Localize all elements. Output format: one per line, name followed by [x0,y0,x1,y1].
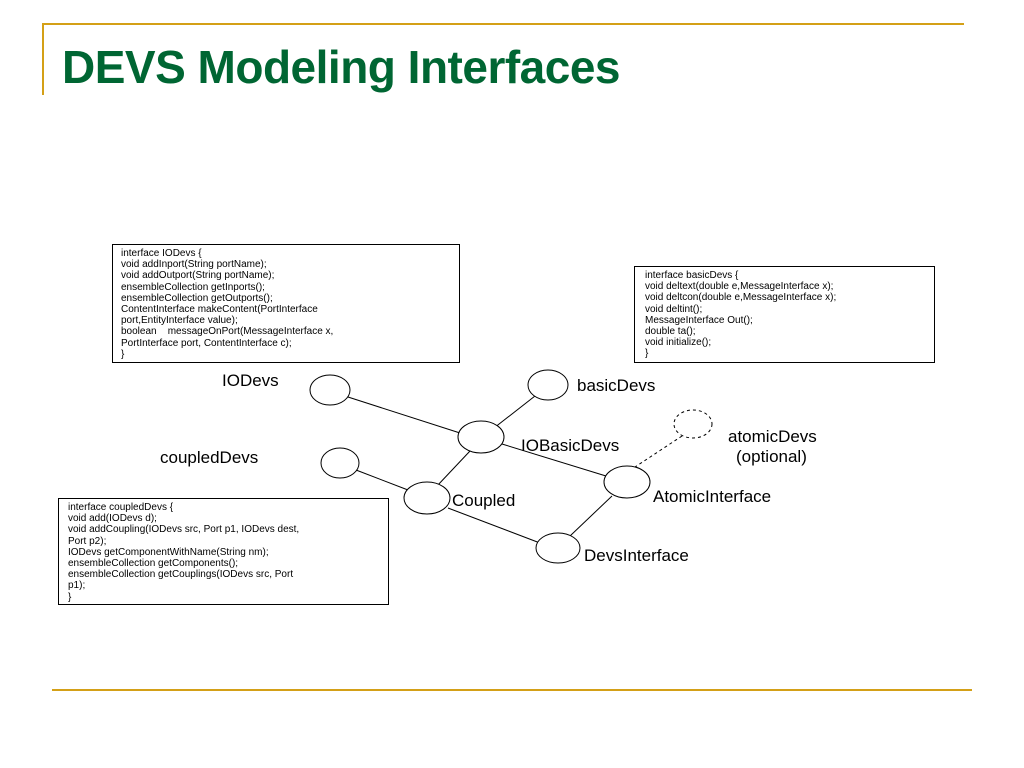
basicdevs-interface-code-box: interface basicDevs { void deltext(doubl… [634,266,935,363]
code-line: interface coupledDevs { [68,502,174,513]
code-line: interface basicDevs { [645,270,739,281]
code-line: } [121,348,125,360]
code-line: void deltext(double e,MessageInterface x… [645,281,834,293]
code-line: ensembleCollection getOutports(); [121,292,273,304]
edge-basicdevs-iobasicdevs [493,395,536,429]
edge-iobasicdevs-coupled [436,450,471,487]
code-line: interface IODevs { [121,248,202,259]
code-line: PortInterface port, ContentInterface c); [121,337,292,349]
slide-title: DEVS Modeling Interfaces [62,41,621,93]
label-coupled: Coupled [452,491,515,510]
node-atomicdevs [673,409,713,439]
code-line: double ta(); [645,326,696,338]
node-coupleddevs [320,447,360,479]
label-coupleddevs: coupledDevs [160,448,258,467]
node-iobasicdevs [457,420,505,454]
node-devsinterface [535,532,581,564]
label-atomicdevs-optional: (optional) [736,447,807,466]
label-basicdevs: basicDevs [577,376,655,395]
label-iodevs: IODevs [222,371,279,390]
label-devsinterface: DevsInterface [584,546,689,565]
code-line: ensembleCollection getComponents(); [68,558,239,570]
code-line: void addCoupling(IODevs src, Port p1, IO… [68,524,300,536]
code-line: void addOutport(String portName); [121,270,275,282]
code-line: void deltint(); [645,303,703,315]
edge-iodevs-iobasicdevs [347,396,461,434]
edge-atomicinterface-devsinterface [569,495,613,537]
label-atomicdevs-name: atomicDevs [728,427,817,446]
edge-iobasicdevs-atomicinterface [501,443,607,477]
code-line: ensembleCollection getCouplings(IODevs s… [68,569,294,581]
code-line: Port p2); [68,535,107,547]
edge-coupleddevs-coupled [355,469,409,491]
iodevs-interface-code-box: interface IODevs { void addInport(String… [112,244,460,363]
node-coupled [403,481,451,515]
code-line: void addInport(String portName); [121,259,267,271]
label-atomicinterface: AtomicInterface [653,487,771,506]
code-line: void initialize(); [645,337,712,349]
coupleddevs-interface-code-box: interface coupledDevs { void add(IODevs … [58,498,389,605]
code-line: ContentInterface makeContent(PortInterfa… [121,304,318,316]
code-line: void add(IODevs d); [68,513,157,525]
code-line: boolean messageOnPort(MessageInterface x… [121,326,334,338]
code-line: } [68,591,72,603]
label-iobasicdevs: IOBasicDevs [521,436,619,455]
bottom-divider-line [52,689,972,691]
node-atomicinterface [603,465,651,499]
edge-atomicdevs-atomicinterface [631,435,683,470]
left-divider-line [42,23,44,95]
code-line: IODevs getComponentWithName(String nm); [68,546,269,558]
code-line: port,EntityInterface value); [121,315,238,327]
top-divider-line [42,23,964,25]
node-basicdevs [527,369,569,401]
edge-coupled-devsinterface [447,507,541,544]
code-line: p1); [68,580,86,592]
code-line: ensembleCollection getInports(); [121,281,265,293]
code-line: } [645,348,649,360]
node-iodevs [309,374,351,406]
code-line: MessageInterface Out(); [645,314,753,326]
code-line: void deltcon(double e,MessageInterface x… [645,292,837,304]
